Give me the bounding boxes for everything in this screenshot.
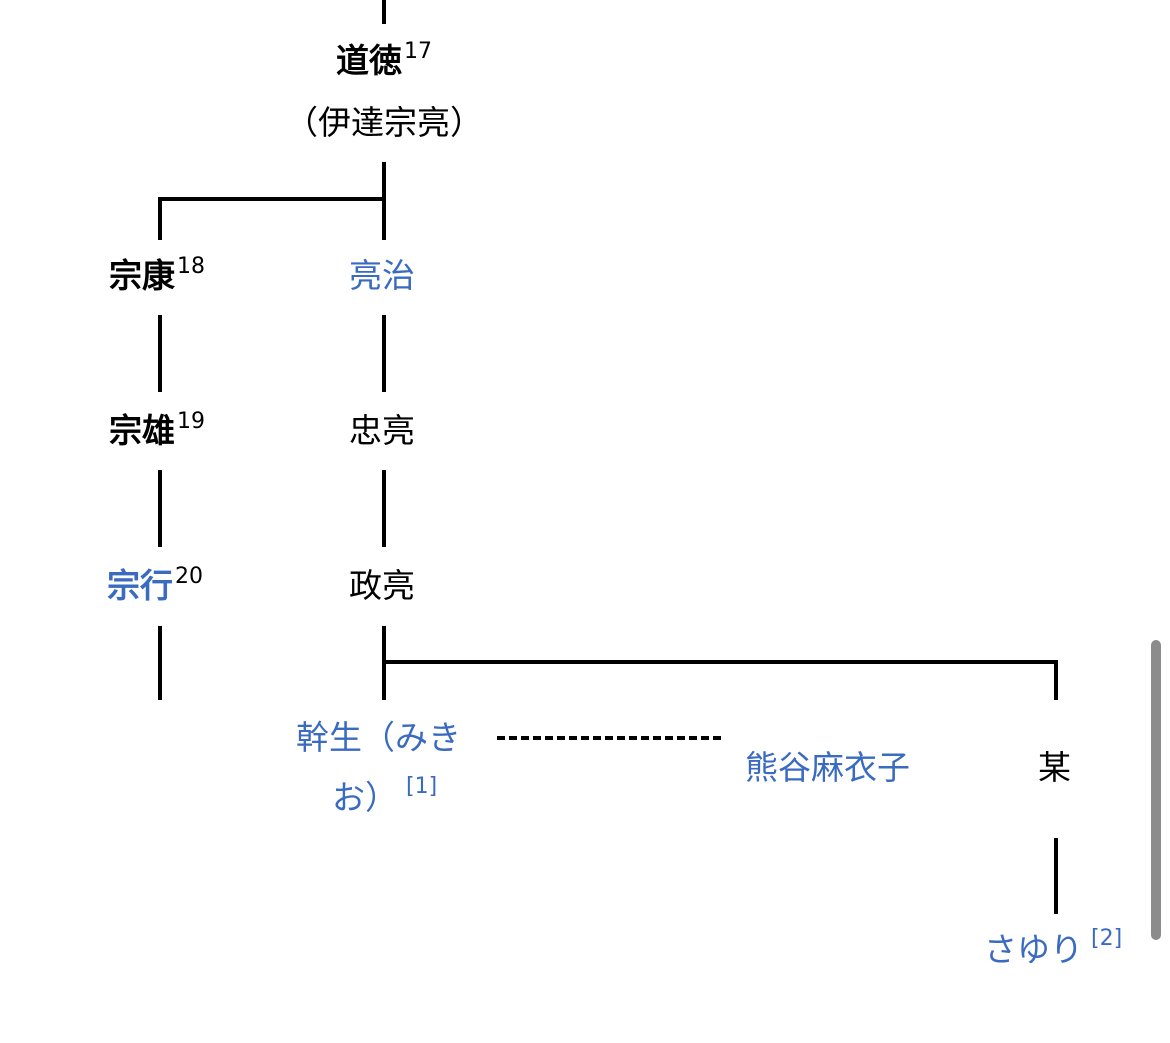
person-link-ryoji[interactable]: 亮治 — [349, 256, 415, 295]
generation-number: 20 — [175, 564, 203, 589]
citation-ref[interactable]: [2] — [1091, 926, 1123, 951]
tree-line — [158, 626, 162, 700]
scrollbar[interactable] — [1151, 640, 1161, 940]
person-name: 宗雄 — [109, 411, 175, 450]
person-masasuke: 政亮 — [349, 566, 415, 606]
generation-number: 17 — [404, 39, 432, 64]
person-name: 忠亮 — [349, 411, 415, 450]
person-name: 政亮 — [349, 566, 415, 605]
tree-line — [382, 315, 386, 392]
person-link-kumagai[interactable]: 熊谷麻衣子 — [745, 748, 910, 787]
person-nanigashi: 某 — [1038, 748, 1071, 788]
tree-line — [1054, 660, 1058, 700]
person-muneyasu: 宗康18 — [109, 254, 205, 301]
person-mikio[interactable]: 幹生（みき — [296, 718, 461, 758]
person-name: 宗康 — [109, 256, 175, 295]
person-link-muneyuki[interactable]: 宗行 — [107, 566, 173, 605]
citation-ref[interactable]: [1] — [406, 774, 438, 799]
person-kumagai[interactable]: 熊谷麻衣子 — [745, 748, 910, 788]
person-mikio-line2[interactable]: お） [1] — [332, 774, 437, 823]
tree-line — [158, 197, 162, 240]
tree-line — [158, 197, 386, 201]
person-muneyuki[interactable]: 宗行20 — [107, 564, 203, 611]
tree-line — [382, 162, 386, 240]
person-muneo: 宗雄19 — [109, 409, 205, 456]
tree-line — [1054, 838, 1058, 914]
tree-line — [382, 470, 386, 547]
tree-line — [382, 0, 386, 24]
person-name: 道徳 — [336, 41, 402, 80]
person-michinori: 道徳17 — [284, 39, 484, 86]
person-michinori-alias: （伊達宗亮） — [270, 103, 498, 143]
generation-number: 18 — [177, 254, 205, 279]
person-sayuri[interactable]: さゆり [2] — [984, 926, 1122, 975]
person-tadasuke: 忠亮 — [349, 411, 415, 451]
alias-text: （伊達宗亮） — [285, 103, 483, 142]
person-ryoji[interactable]: 亮治 — [349, 256, 415, 296]
generation-number: 19 — [177, 409, 205, 434]
person-link-mikio[interactable]: 幹生（みき — [296, 718, 461, 757]
person-link-mikio-cont[interactable]: お） — [332, 778, 398, 817]
tree-line — [382, 660, 1058, 664]
person-name: 某 — [1038, 748, 1071, 787]
person-link-sayuri[interactable]: さゆり — [984, 930, 1083, 969]
tree-line — [158, 470, 162, 547]
marriage-line — [497, 736, 721, 740]
tree-line — [158, 315, 162, 392]
